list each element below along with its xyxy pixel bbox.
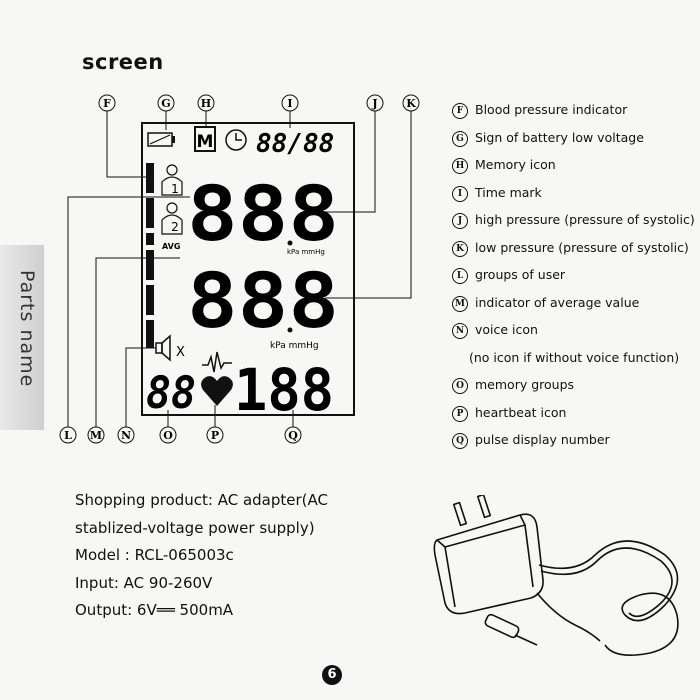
legend-marker: H bbox=[452, 158, 468, 174]
page-heading: screen bbox=[82, 50, 164, 74]
legend-marker: N bbox=[452, 323, 468, 339]
legend-marker: F bbox=[452, 103, 468, 119]
legend-text: high pressure (pressure of systolic) bbox=[475, 212, 695, 227]
legend-text: low pressure (pressure of systolic) bbox=[475, 239, 689, 255]
unit-label-2: kPa mmHg bbox=[270, 341, 319, 351]
legend-text: voice icon bbox=[475, 322, 538, 337]
marker-h: H bbox=[201, 97, 211, 110]
leader-l bbox=[67, 196, 190, 427]
legend-marker: M bbox=[452, 295, 468, 312]
legend-marker: I bbox=[452, 185, 468, 202]
time-display: 88/88 bbox=[256, 129, 334, 159]
spec-line: stablized-voltage power supply) bbox=[75, 518, 315, 537]
unit-label-1: kPa mmHg bbox=[287, 248, 325, 256]
voice-x: X bbox=[176, 345, 185, 360]
marker-g: G bbox=[161, 97, 170, 110]
heart-icon bbox=[201, 376, 233, 406]
legend-marker: Q bbox=[452, 433, 468, 449]
spec-line: Shopping product: AC adapter(AC bbox=[75, 491, 328, 509]
leader-k bbox=[325, 111, 412, 299]
leader-f bbox=[106, 111, 150, 178]
user1-number: 1 bbox=[171, 182, 179, 196]
spec-line: Input: AC 90-260V bbox=[75, 573, 213, 592]
legend-marker: J bbox=[452, 213, 468, 229]
user2-icon bbox=[161, 202, 183, 235]
avg-label: AVG bbox=[162, 242, 180, 251]
legend-item: I Time mark bbox=[452, 185, 697, 213]
systolic-display: 888 bbox=[187, 169, 339, 258]
legend-text: memory groups bbox=[475, 377, 575, 392]
clock-icon bbox=[225, 129, 247, 151]
legend-marker: K bbox=[452, 240, 468, 257]
legend-marker: G bbox=[452, 130, 468, 147]
marker-j: J bbox=[371, 97, 377, 110]
legend-marker: L bbox=[452, 268, 468, 284]
legend-text: groups of user bbox=[475, 267, 566, 282]
legend-text: Time mark bbox=[475, 184, 542, 200]
legend-item: G Sign of battery low voltage bbox=[452, 130, 697, 158]
marker-o: O bbox=[163, 429, 173, 442]
spec-line: Output: 6V══ 500mA bbox=[75, 601, 234, 619]
user2-number: 2 bbox=[171, 220, 179, 234]
side-tab bbox=[0, 245, 44, 430]
bp-indicator-bars bbox=[146, 163, 154, 348]
marker-l: L bbox=[64, 429, 72, 442]
ac-adapter-illustration bbox=[433, 495, 679, 656]
marker-i: I bbox=[287, 97, 292, 110]
specs-block: Shopping product: AC adapter(AC stablized… bbox=[75, 487, 328, 625]
legend-item: F Blood pressure indicator bbox=[452, 102, 697, 130]
marker-q: Q bbox=[288, 429, 298, 442]
legend-marker: O bbox=[452, 378, 468, 394]
battery-icon bbox=[147, 132, 175, 147]
pulse-wave-icon bbox=[202, 351, 232, 373]
legend-text: indicator of average value bbox=[475, 294, 640, 310]
diastolic-decimal bbox=[287, 327, 293, 333]
marker-m: M bbox=[90, 429, 102, 442]
legend-item: H Memory icon bbox=[452, 157, 697, 185]
memory-letter: M bbox=[197, 132, 214, 152]
legend-item: (no icon if without voice function) bbox=[452, 350, 697, 378]
lcd-frame bbox=[141, 122, 355, 416]
spec-line: Model : RCL-065003c bbox=[75, 546, 234, 564]
pulse-display: 188 bbox=[234, 356, 334, 424]
legend-marker: P bbox=[452, 405, 468, 422]
legend-text: pulse display number bbox=[475, 432, 610, 447]
systolic-decimal bbox=[287, 240, 293, 246]
legend-text: Blood pressure indicator bbox=[475, 102, 628, 117]
legend-text: (no icon if without voice function) bbox=[469, 349, 680, 365]
memory-icon bbox=[194, 126, 216, 152]
side-tab-label: Parts name bbox=[16, 270, 38, 388]
legend-text: Memory icon bbox=[475, 157, 556, 172]
legend-text: heartbeat icon bbox=[475, 404, 567, 420]
legend-text: Sign of battery low voltage bbox=[475, 129, 644, 145]
diastolic-display: 888 bbox=[187, 256, 339, 345]
marker-p: P bbox=[211, 429, 219, 442]
page-number: 6 bbox=[322, 665, 342, 685]
user1-icon bbox=[161, 164, 183, 196]
marker-k: K bbox=[406, 97, 416, 110]
lcd-diagram: F G H I J K L M N O P Q M bbox=[59, 94, 420, 444]
marker-f: F bbox=[103, 97, 111, 110]
marker-n: N bbox=[121, 429, 131, 442]
speaker-icon bbox=[155, 334, 171, 362]
leader-j bbox=[322, 111, 376, 213]
memory-group-display: 88 bbox=[146, 368, 196, 419]
